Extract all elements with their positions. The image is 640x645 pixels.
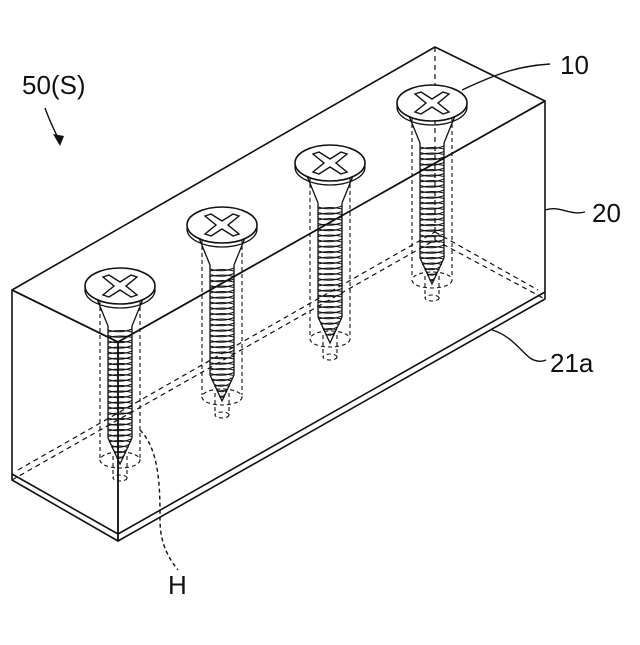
hole-label: H [168,572,187,598]
screw-thread [420,146,444,281]
screw-thread [318,206,342,336]
screw-4 [397,85,467,301]
assembly-arrowhead [53,134,64,146]
bottom-face-leader-line [492,330,546,361]
screw-1 [85,268,155,481]
screw-leader-line [462,64,550,90]
assembly-label: 50(S) [22,72,86,98]
leader-lines [45,64,585,570]
bottom-face-label: 21a [550,350,593,376]
hole-outline [202,239,242,418]
screw-2 [187,207,257,418]
screws-group [85,85,467,481]
block-leader-line [545,209,585,213]
block-label: 20 [592,200,621,226]
hidden-edge-back-right [435,240,545,299]
screw-3 [295,145,365,360]
screw-thread [108,329,132,459]
screw-label: 10 [560,52,589,78]
hole-leader-line [140,430,178,570]
